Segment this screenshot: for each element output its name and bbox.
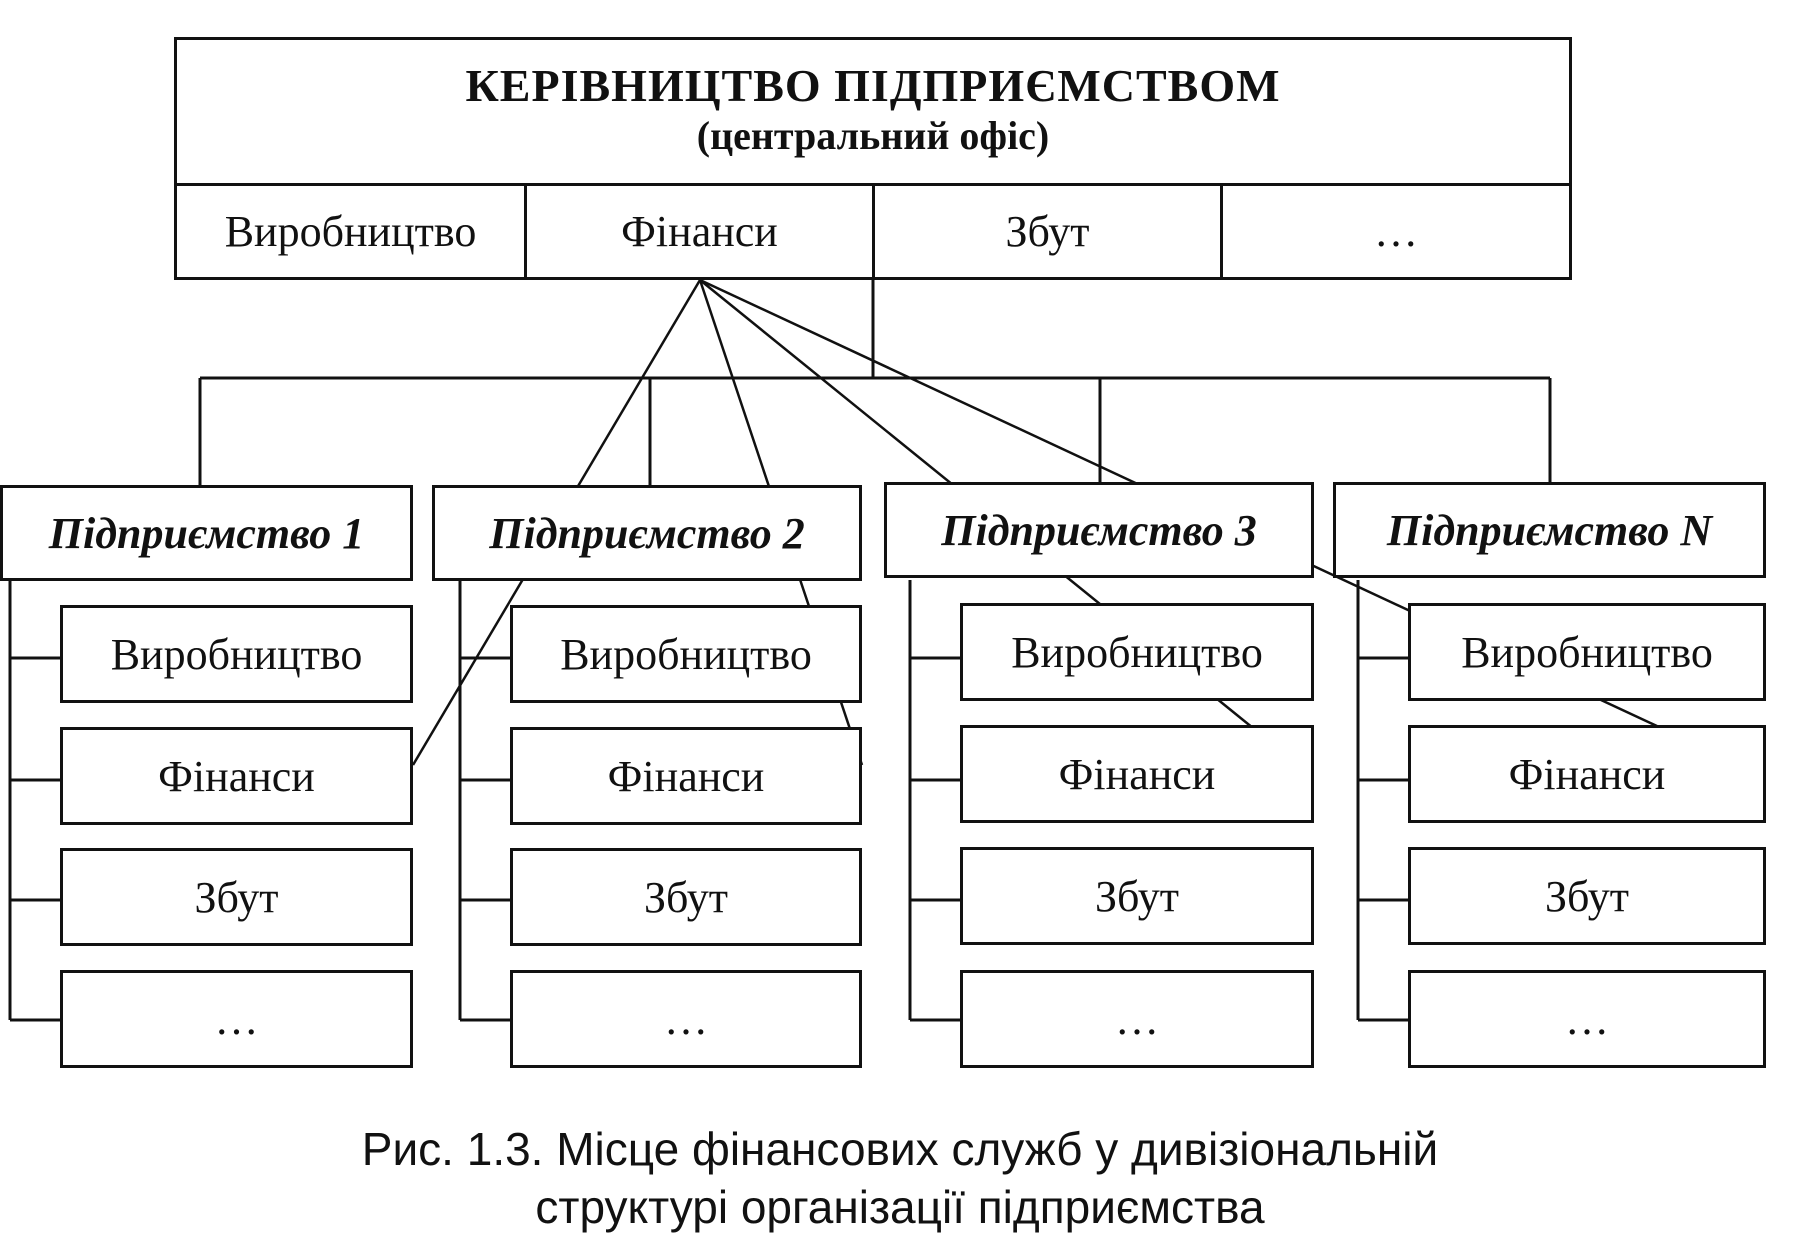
hq-title-block: КЕРІВНИЦТВО ПІДПРИЄМСТВОМ (центральний о… xyxy=(174,37,1572,182)
enterprise-2-dept-more: … xyxy=(510,970,862,1068)
enterprise-2-header: Підприємство 2 xyxy=(432,485,862,581)
enterprise-n-dept-sales: Збут xyxy=(1408,847,1766,945)
caption-line-2: структурі організації підприємства xyxy=(535,1181,1265,1233)
enterprise-1-header: Підприємство 1 xyxy=(0,485,413,581)
enterprise-1-dept-sales: Збут xyxy=(60,848,413,946)
enterprise-2-bracket xyxy=(458,580,510,1022)
hq-function-finance: Фінанси xyxy=(524,183,875,280)
hq-subtitle: (центральний офіс) xyxy=(696,112,1050,158)
enterprise-3-bracket xyxy=(908,580,960,1022)
enterprise-n-dept-finance: Фінанси xyxy=(1408,725,1766,823)
enterprise-2-dept-sales: Збут xyxy=(510,848,862,946)
enterprise-3-dept-more: … xyxy=(960,970,1314,1068)
enterprise-1-bracket xyxy=(8,580,60,1022)
enterprise-3-dept-sales: Збут xyxy=(960,847,1314,945)
enterprise-1-dept-finance: Фінанси xyxy=(60,727,413,825)
enterprise-n-dept-more: … xyxy=(1408,970,1766,1068)
enterprise-2-dept-finance: Фінанси xyxy=(510,727,862,825)
caption-line-1: Рис. 1.3. Місце фінансових служб у дивіз… xyxy=(361,1123,1439,1175)
hq-title: КЕРІВНИЦТВО ПІДПРИЄМСТВОМ xyxy=(465,59,1281,111)
enterprise-1-dept-more: … xyxy=(60,970,413,1068)
enterprise-3-header: Підприємство 3 xyxy=(884,482,1314,578)
enterprise-1-dept-production: Виробництво xyxy=(60,605,413,703)
figure-caption: Рис. 1.3. Місце фінансових служб у дивіз… xyxy=(0,1120,1800,1236)
hq-function-more: … xyxy=(1220,183,1572,280)
enterprise-3-dept-finance: Фінанси xyxy=(960,725,1314,823)
hq-function-sales: Збут xyxy=(872,183,1223,280)
enterprise-n-dept-production: Виробництво xyxy=(1408,603,1766,701)
enterprise-2-dept-production: Виробництво xyxy=(510,605,862,703)
enterprise-n-bracket xyxy=(1356,580,1408,1022)
enterprise-3-dept-production: Виробництво xyxy=(960,603,1314,701)
hq-function-production: Виробництво xyxy=(174,183,527,280)
enterprise-n-header: Підприємство N xyxy=(1333,482,1766,578)
hq-header-box xyxy=(174,37,1572,186)
